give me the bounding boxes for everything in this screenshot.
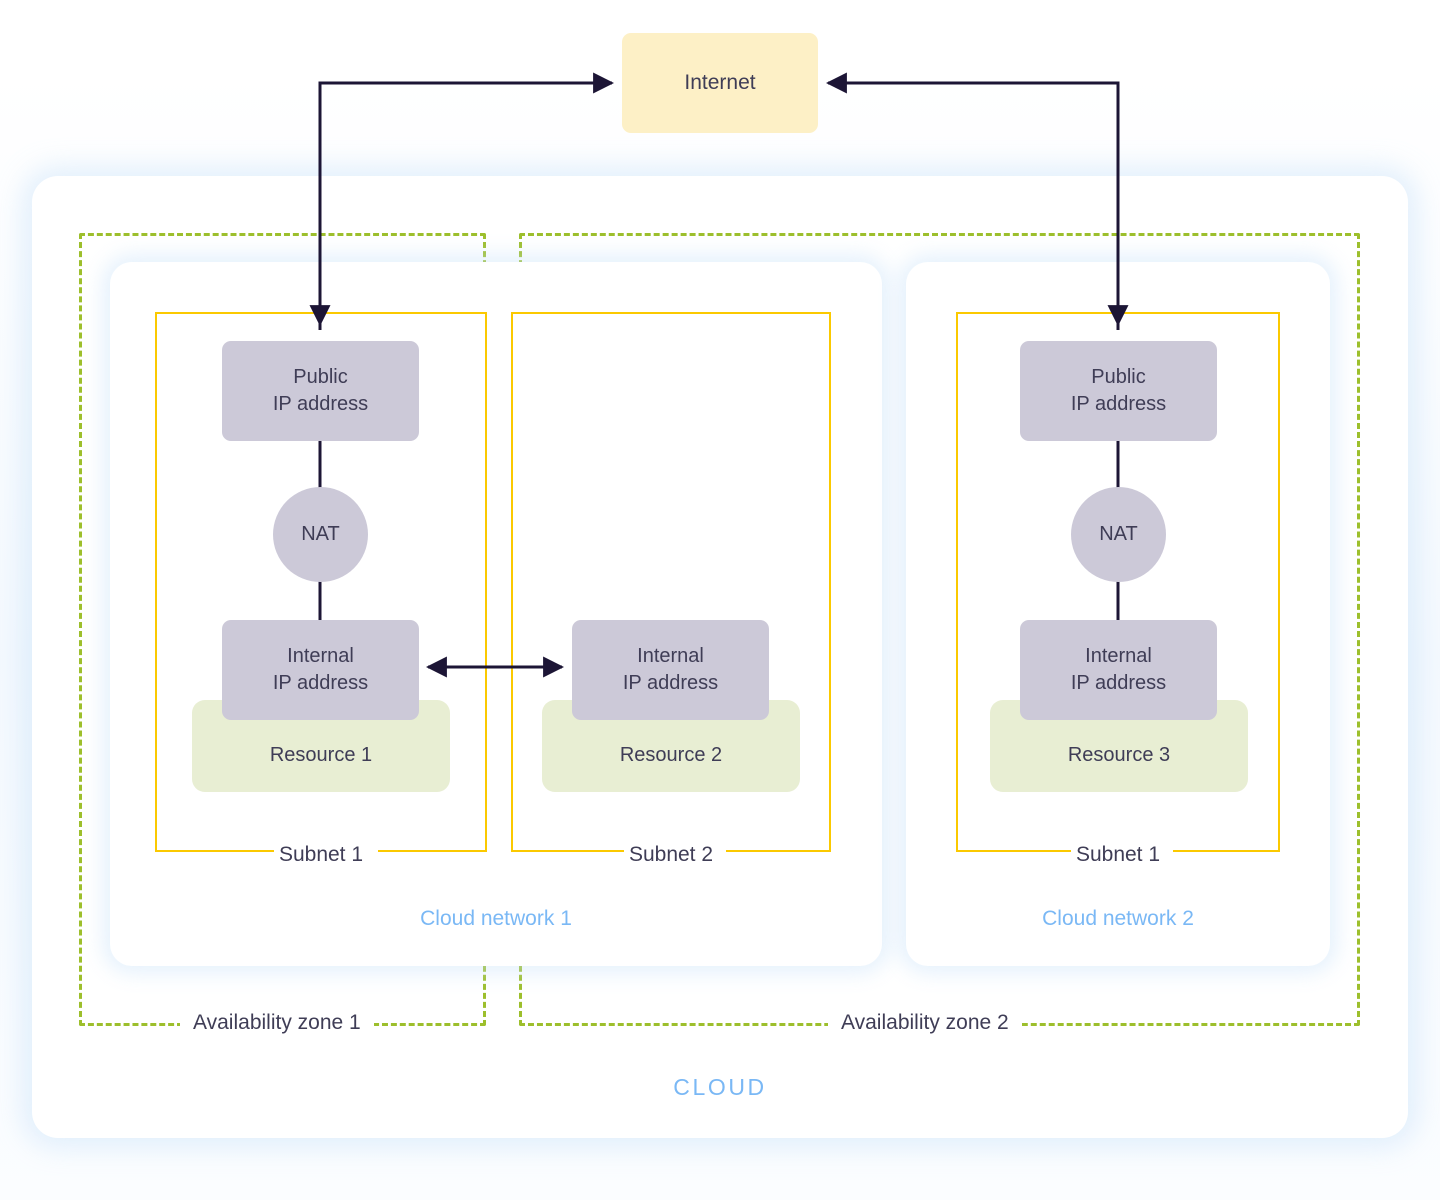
resource-1-label: Resource 1 [269, 744, 373, 766]
public-ip-2-box: Public IP address [1020, 341, 1217, 441]
nat-1-label: NAT [301, 523, 340, 545]
subnet-2-label: Subnet 2 [628, 843, 714, 866]
internal-ip-1-line1: Internal [287, 645, 354, 667]
internal-ip-1-box: Internal IP address [222, 620, 419, 720]
resource-2-label: Resource 2 [619, 744, 723, 766]
internal-ip-3-box: Internal IP address [1020, 620, 1217, 720]
subnet-1-bottom-right [378, 850, 486, 852]
public-ip-1-line2: IP address [272, 393, 369, 415]
subnet-1-label: Subnet 1 [278, 843, 364, 866]
subnet-1-bottom-left [156, 850, 274, 852]
resource-3-label: Resource 3 [1067, 744, 1171, 766]
internal-ip-2-box: Internal IP address [572, 620, 769, 720]
nat-2-node: NAT [1071, 487, 1166, 582]
nat-1-node: NAT [273, 487, 368, 582]
internet-label: Internet [684, 71, 756, 94]
subnet-2-bottom-right [726, 850, 830, 852]
cloud-network-2-label: Cloud network 2 [1042, 907, 1194, 930]
internet-node: Internet [622, 33, 818, 133]
public-ip-2-line1: Public [1091, 366, 1146, 388]
cloud-label: CLOUD [673, 1074, 767, 1100]
availability-zone-1-label: Availability zone 1 [180, 1007, 374, 1039]
public-ip-2-line2: IP address [1070, 393, 1167, 415]
subnet-3-bottom-left [957, 850, 1071, 852]
subnet-2-bottom-left [512, 850, 624, 852]
cloud-network-1-label: Cloud network 1 [420, 907, 572, 930]
public-ip-1-line1: Public [293, 366, 348, 388]
internal-ip-1-line2: IP address [272, 672, 369, 694]
public-ip-1-box: Public IP address [222, 341, 419, 441]
internal-ip-3-line2: IP address [1070, 672, 1167, 694]
internal-ip-2-line2: IP address [622, 672, 719, 694]
internal-ip-3-line1: Internal [1085, 645, 1152, 667]
subnet-3-label: Subnet 1 [1075, 843, 1161, 866]
nat-2-label: NAT [1099, 523, 1138, 545]
internal-ip-2-line1: Internal [637, 645, 704, 667]
subnet-2-frame: Subnet 2 [511, 312, 831, 866]
subnet-3-bottom-right [1173, 850, 1279, 852]
availability-zone-2-label: Availability zone 2 [828, 1007, 1022, 1039]
